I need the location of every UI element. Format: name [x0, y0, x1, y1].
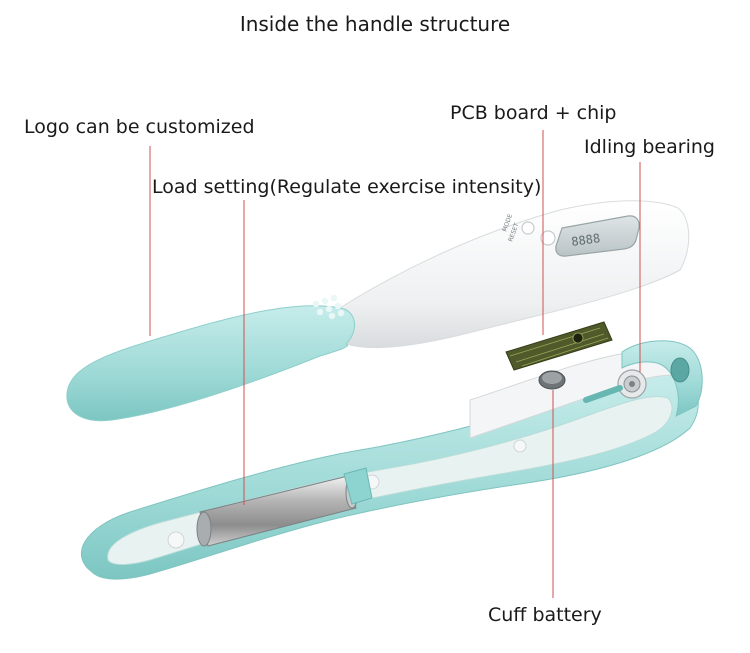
cylinder-clip	[343, 467, 373, 505]
top-shell: 8888 RESET MODE	[66, 200, 690, 422]
leader-lines	[149, 130, 641, 598]
lcd-screen	[555, 215, 640, 257]
bottom-shell-interior	[107, 395, 673, 565]
top-shell-grip	[66, 305, 355, 422]
lcd-digits: 8888	[570, 231, 601, 249]
bearing-shaft	[583, 385, 623, 403]
pcb-board	[505, 321, 613, 371]
reset-button[interactable]	[540, 230, 556, 246]
end-cap-eyelet	[670, 357, 690, 383]
cuff-battery	[538, 370, 566, 390]
label-battery: Cuff battery	[488, 604, 602, 626]
pcb-chip	[572, 332, 584, 344]
bottom-shell	[81, 340, 703, 580]
mount-boss	[513, 439, 527, 453]
label-bearing: Idling bearing	[584, 136, 715, 158]
logo-dots	[312, 294, 345, 320]
idling-bearing	[617, 369, 647, 399]
mode-button[interactable]	[521, 221, 535, 235]
label-pcb: PCB board + chip	[450, 102, 617, 124]
label-load-setting: Load setting(Regulate exercise intensity…	[152, 176, 542, 198]
mount-boss	[167, 531, 185, 549]
label-logo: Logo can be customized	[24, 116, 255, 138]
diagram-title: Inside the handle structure	[239, 12, 511, 36]
